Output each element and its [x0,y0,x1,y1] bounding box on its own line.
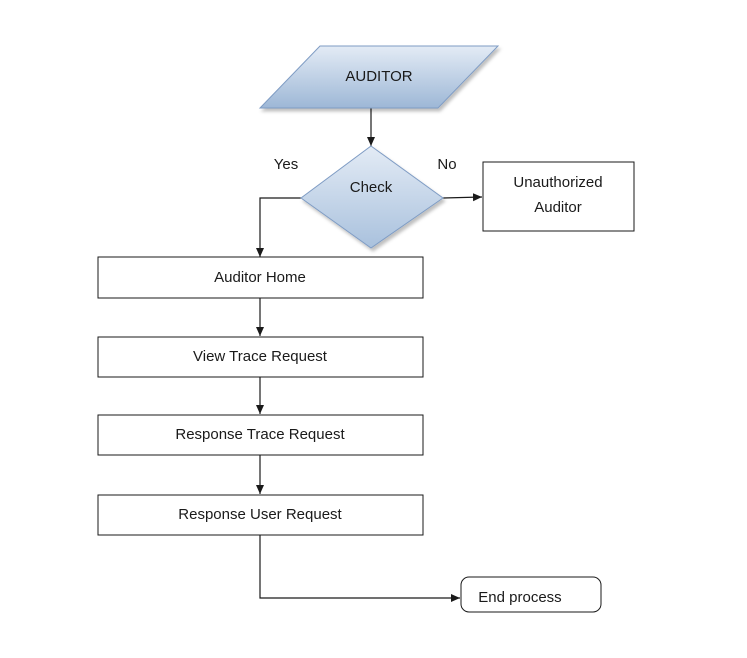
end-process-label: End process [478,589,561,606]
no-branch-label: No [437,156,456,173]
view-trace-request-node[interactable]: View Trace Request [97,336,424,378]
response-user-request-node[interactable]: Response User Request [97,494,424,536]
edge-check-yes-to-home [256,197,301,257]
edges [256,108,483,602]
auditor-home-box [97,256,424,299]
unauthorized-auditor-node[interactable]: Unauthorized Auditor [482,161,635,232]
check-decision-label: Check [350,179,393,196]
auditor-input-node[interactable]: AUDITOR [258,45,500,109]
end-process-node[interactable]: End process [460,576,602,613]
view-trace-request-box [97,336,424,378]
auditor-input-shape [258,45,500,109]
view-trace-request-label: View Trace Request [193,348,328,365]
response-trace-request-box [97,414,424,456]
response-trace-request-node[interactable]: Response Trace Request [97,414,424,456]
unauthorized-auditor-label-line2: Auditor [534,199,582,216]
auditor-home-label: Auditor Home [214,269,306,286]
auditor-home-node[interactable]: Auditor Home [97,256,424,299]
end-process-box [460,576,602,613]
check-decision-node[interactable]: Check [300,145,444,249]
yes-branch-label: Yes [274,156,298,173]
edge-check-no-to-unauthorized [442,193,483,202]
response-user-request-box [97,494,424,536]
response-user-request-label: Response User Request [178,506,342,523]
unauthorized-auditor-label-line1: Unauthorized [513,174,602,191]
auditor-input-label: AUDITOR [345,68,412,85]
response-trace-request-label: Response Trace Request [175,426,345,443]
edge-response-user-to-end [259,535,460,602]
unauthorized-auditor-box [482,161,635,232]
check-decision-shape [300,145,444,249]
